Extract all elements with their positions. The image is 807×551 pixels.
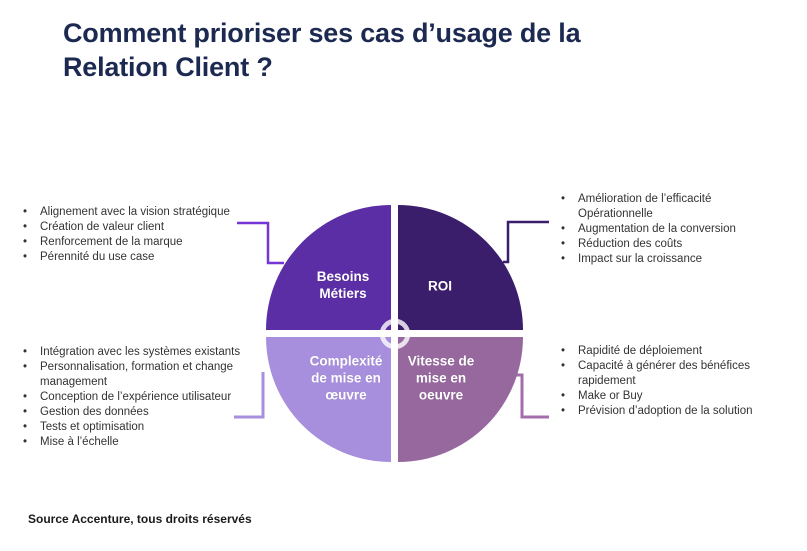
priority-matrix-circle: Besoins Métiers ROI Complexité de mise e…	[266, 205, 523, 462]
list-complexite: Intégration avec les systèmes existants …	[18, 345, 263, 450]
list-vitesse: Rapidité de déploiement Capacité à génér…	[556, 344, 796, 419]
list-item: Personnalisation, formation et change ma…	[18, 360, 263, 390]
list-item: Augmentation de la conversion	[556, 222, 771, 237]
quadrant-label-complexite: Complexité de mise en œuvre	[309, 353, 383, 403]
cycle-arrows-icon	[376, 318, 413, 349]
quadrant-grid	[266, 205, 523, 462]
page-title: Comment prioriser ses cas d’usage de la …	[63, 18, 581, 82]
list-item: Tests et optimisation	[18, 420, 263, 435]
list-item: Conception de l’expérience utilisateur	[18, 390, 263, 405]
list-item: Amélioration de l’efficacité Opérationne…	[556, 192, 771, 222]
list-item: Alignement avec la vision stratégique	[18, 205, 278, 220]
list-item: Gestion des données	[18, 405, 263, 420]
list-item: Renforcement de la marque	[18, 235, 278, 250]
list-item: Intégration avec les systèmes existants	[18, 345, 263, 360]
quadrant-label-roi: ROI	[427, 278, 453, 294]
list-item: Rapidité de déploiement	[556, 344, 796, 359]
quadrant-label-vitesse: Vitesse de mise en oeuvre	[407, 353, 475, 403]
list-item: Impact sur la croissance	[556, 252, 771, 267]
list-item: Pérennité du use case	[18, 250, 278, 265]
source-credit: Source Accenture, tous droits réservés	[28, 512, 252, 526]
list-item: Réduction des coûts	[556, 237, 771, 252]
list-item: Capacité à générer des bénéfices rapidem…	[556, 359, 796, 389]
list-item: Prévision d’adoption de la solution	[556, 404, 796, 419]
list-besoins-metiers: Alignement avec la vision stratégique Cr…	[18, 205, 278, 265]
list-item: Création de valeur client	[18, 220, 278, 235]
quadrant-label-besoins-metiers: Besoins Métiers	[316, 269, 370, 301]
list-item: Mise à l’échelle	[18, 435, 263, 450]
list-item: Make or Buy	[556, 389, 796, 404]
list-roi: Amélioration de l’efficacité Opérationne…	[556, 192, 771, 267]
